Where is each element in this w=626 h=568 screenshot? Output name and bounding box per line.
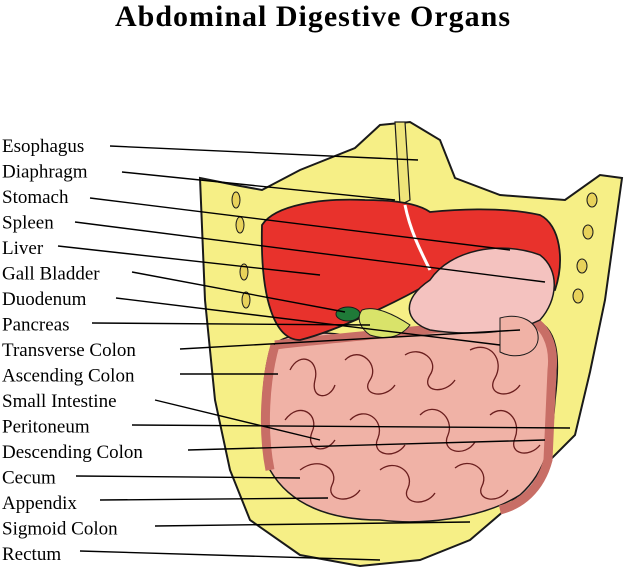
label-transverse-colon: Transverse Colon — [2, 340, 136, 361]
label-sigmoid-colon: Sigmoid Colon — [2, 519, 118, 540]
label-peritoneum: Peritoneum — [2, 417, 90, 438]
label-pancreas: Pancreas — [2, 315, 70, 336]
label-spleen: Spleen — [2, 213, 54, 234]
label-diaphragm: Diaphragm — [2, 162, 88, 183]
liver-shape — [260, 198, 561, 341]
label-small-intestine: Small Intestine — [2, 391, 117, 412]
labels: EsophagusDiaphragmStomachSpleenLiverGall… — [2, 136, 143, 565]
label-duodenum: Duodenum — [2, 289, 87, 310]
label-ascending-colon: Ascending Colon — [2, 366, 135, 387]
diagram-title: Abdominal Digestive Organs — [114, 0, 512, 33]
leader-lines — [57, 145, 571, 561]
intestine-loops — [284, 346, 541, 503]
duodenum-shape — [499, 315, 539, 357]
label-appendix: Appendix — [2, 493, 77, 514]
gall-bladder-shape — [335, 306, 361, 322]
label-stomach: Stomach — [2, 187, 69, 208]
label-cecum: Cecum — [2, 468, 56, 489]
label-rectum: Rectum — [2, 544, 61, 565]
esophagus-shape — [394, 121, 411, 206]
ascending-colon-shape — [260, 343, 280, 471]
label-gall-bladder: Gall Bladder — [2, 264, 100, 285]
label-descending-colon: Descending Colon — [2, 442, 143, 463]
liver-ligament — [403, 204, 432, 271]
label-liver: Liver — [2, 238, 44, 259]
label-esophagus: Esophagus — [2, 136, 84, 157]
